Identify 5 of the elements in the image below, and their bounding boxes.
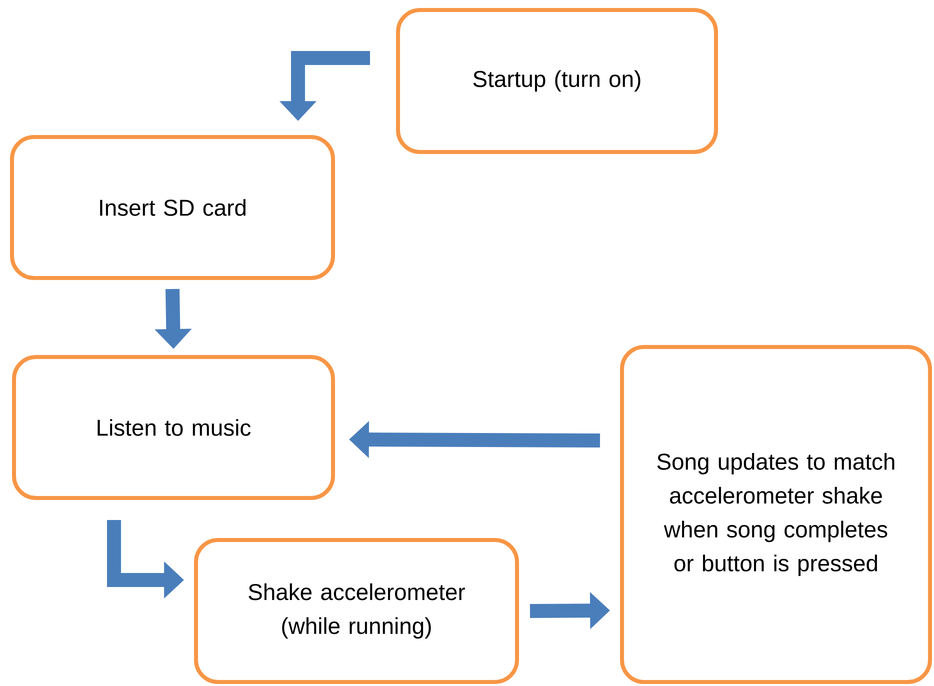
process-box: Shake accelerometer (while running) [194, 538, 519, 684]
process-box: Song updates to match accelerometer shake when song completes or button is pressed [620, 344, 932, 684]
process-box: Listen to music [12, 354, 335, 500]
process-box: Startup (turn on) [396, 8, 718, 154]
process-box: Insert SD card [10, 134, 335, 280]
